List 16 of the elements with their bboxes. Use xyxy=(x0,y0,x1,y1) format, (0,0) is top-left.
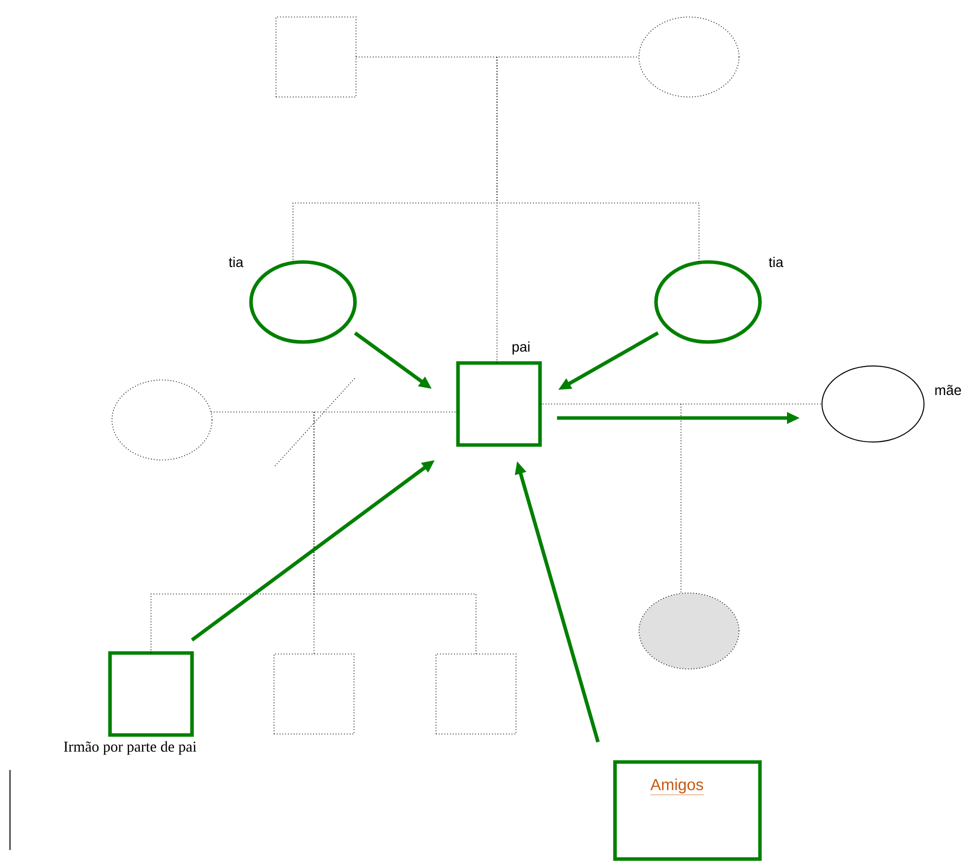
relation-line xyxy=(680,404,682,594)
node-label: tia xyxy=(768,256,784,268)
node-label: tia xyxy=(228,256,244,268)
person-circle xyxy=(112,380,212,460)
person-square xyxy=(436,654,516,734)
person-square xyxy=(276,16,356,98)
relation-line xyxy=(356,56,640,58)
node-label: mãe xyxy=(935,384,961,396)
relation-line xyxy=(496,56,498,364)
relation-line xyxy=(314,412,476,654)
person-circle xyxy=(638,16,740,98)
node-label: pai xyxy=(512,341,530,355)
person-circle xyxy=(638,592,740,670)
node-label: Irmão por parte de pai xyxy=(64,741,196,755)
node-label: Amigos xyxy=(650,778,704,796)
person-square xyxy=(274,654,354,734)
